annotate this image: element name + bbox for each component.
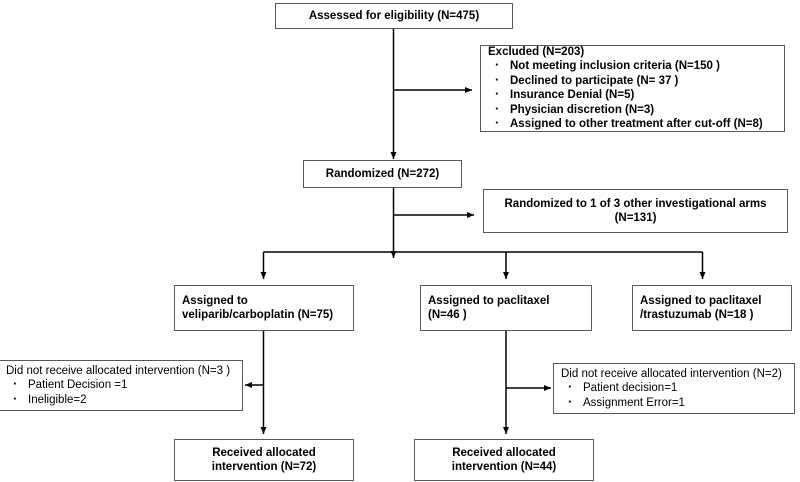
list-item: Assigned to other treatment after cut-of… (488, 116, 763, 132)
list-item: Patient decision=1 (561, 380, 685, 396)
did-not-receive-title: Did not receive allocated intervention (… (561, 368, 782, 380)
list-item: Physician discretion (N=3) (488, 102, 763, 118)
node-received-allocated-left: Received allocated intervention (N=72) (174, 439, 354, 481)
node-label: Received allocated intervention (N=72) (211, 447, 317, 473)
node-received-allocated-right: Received allocated intervention (N=44) (414, 439, 594, 481)
node-label: Assigned to paclitaxel /trastuzumab (N=1… (640, 295, 762, 321)
excluded-title: Excluded (N=203) (488, 46, 585, 59)
did-not-receive-reason-list: Patient Decision =1 Ineligible=2 (0, 377, 132, 408)
did-not-receive-reason-list: Patient decision=1 Assignment Error=1 (554, 380, 690, 411)
node-label: Randomized to 1 of 3 other investigation… (504, 198, 767, 224)
list-item: Ineligible=2 (6, 392, 127, 408)
list-item: Patient Decision =1 (6, 377, 127, 393)
node-randomized: Randomized (N=272) (303, 160, 462, 188)
node-label: Randomized (N=272) (325, 168, 440, 180)
node-did-not-receive-right: Did not receive allocated intervention (… (553, 363, 795, 414)
node-did-not-receive-left: Did not receive allocated intervention (… (0, 360, 243, 411)
excluded-reason-list: Not meeting inclusion criteria (N=150 ) … (481, 58, 768, 132)
node-assigned-paclitaxel-trastuzumab: Assigned to paclitaxel /trastuzumab (N=1… (632, 285, 792, 331)
node-excluded: Excluded (N=203) Not meeting inclusion c… (480, 45, 785, 132)
node-label: Received allocated intervention (N=44) (451, 447, 557, 473)
node-other-investigational-arms: Randomized to 1 of 3 other investigation… (483, 189, 788, 233)
node-label: Assigned to paclitaxel (N=46 ) (428, 295, 550, 321)
node-assessed-for-eligibility: Assessed for eligibility (N=475) (275, 3, 513, 29)
list-item: Assignment Error=1 (561, 395, 685, 411)
node-label: Assessed for eligibility (N=475) (308, 10, 480, 22)
node-assigned-veliparib-carboplatin: Assigned to veliparib/carboplatin (N=75) (174, 285, 354, 331)
node-label: Assigned to veliparib/carboplatin (N=75) (182, 295, 334, 321)
node-assigned-paclitaxel: Assigned to paclitaxel (N=46 ) (420, 285, 592, 331)
list-item: Insurance Denial (N=5) (488, 87, 763, 103)
did-not-receive-title: Did not receive allocated intervention (… (6, 365, 231, 377)
list-item: Not meeting inclusion criteria (N=150 ) (488, 58, 763, 74)
list-item: Declined to participate (N= 37 ) (488, 73, 763, 89)
